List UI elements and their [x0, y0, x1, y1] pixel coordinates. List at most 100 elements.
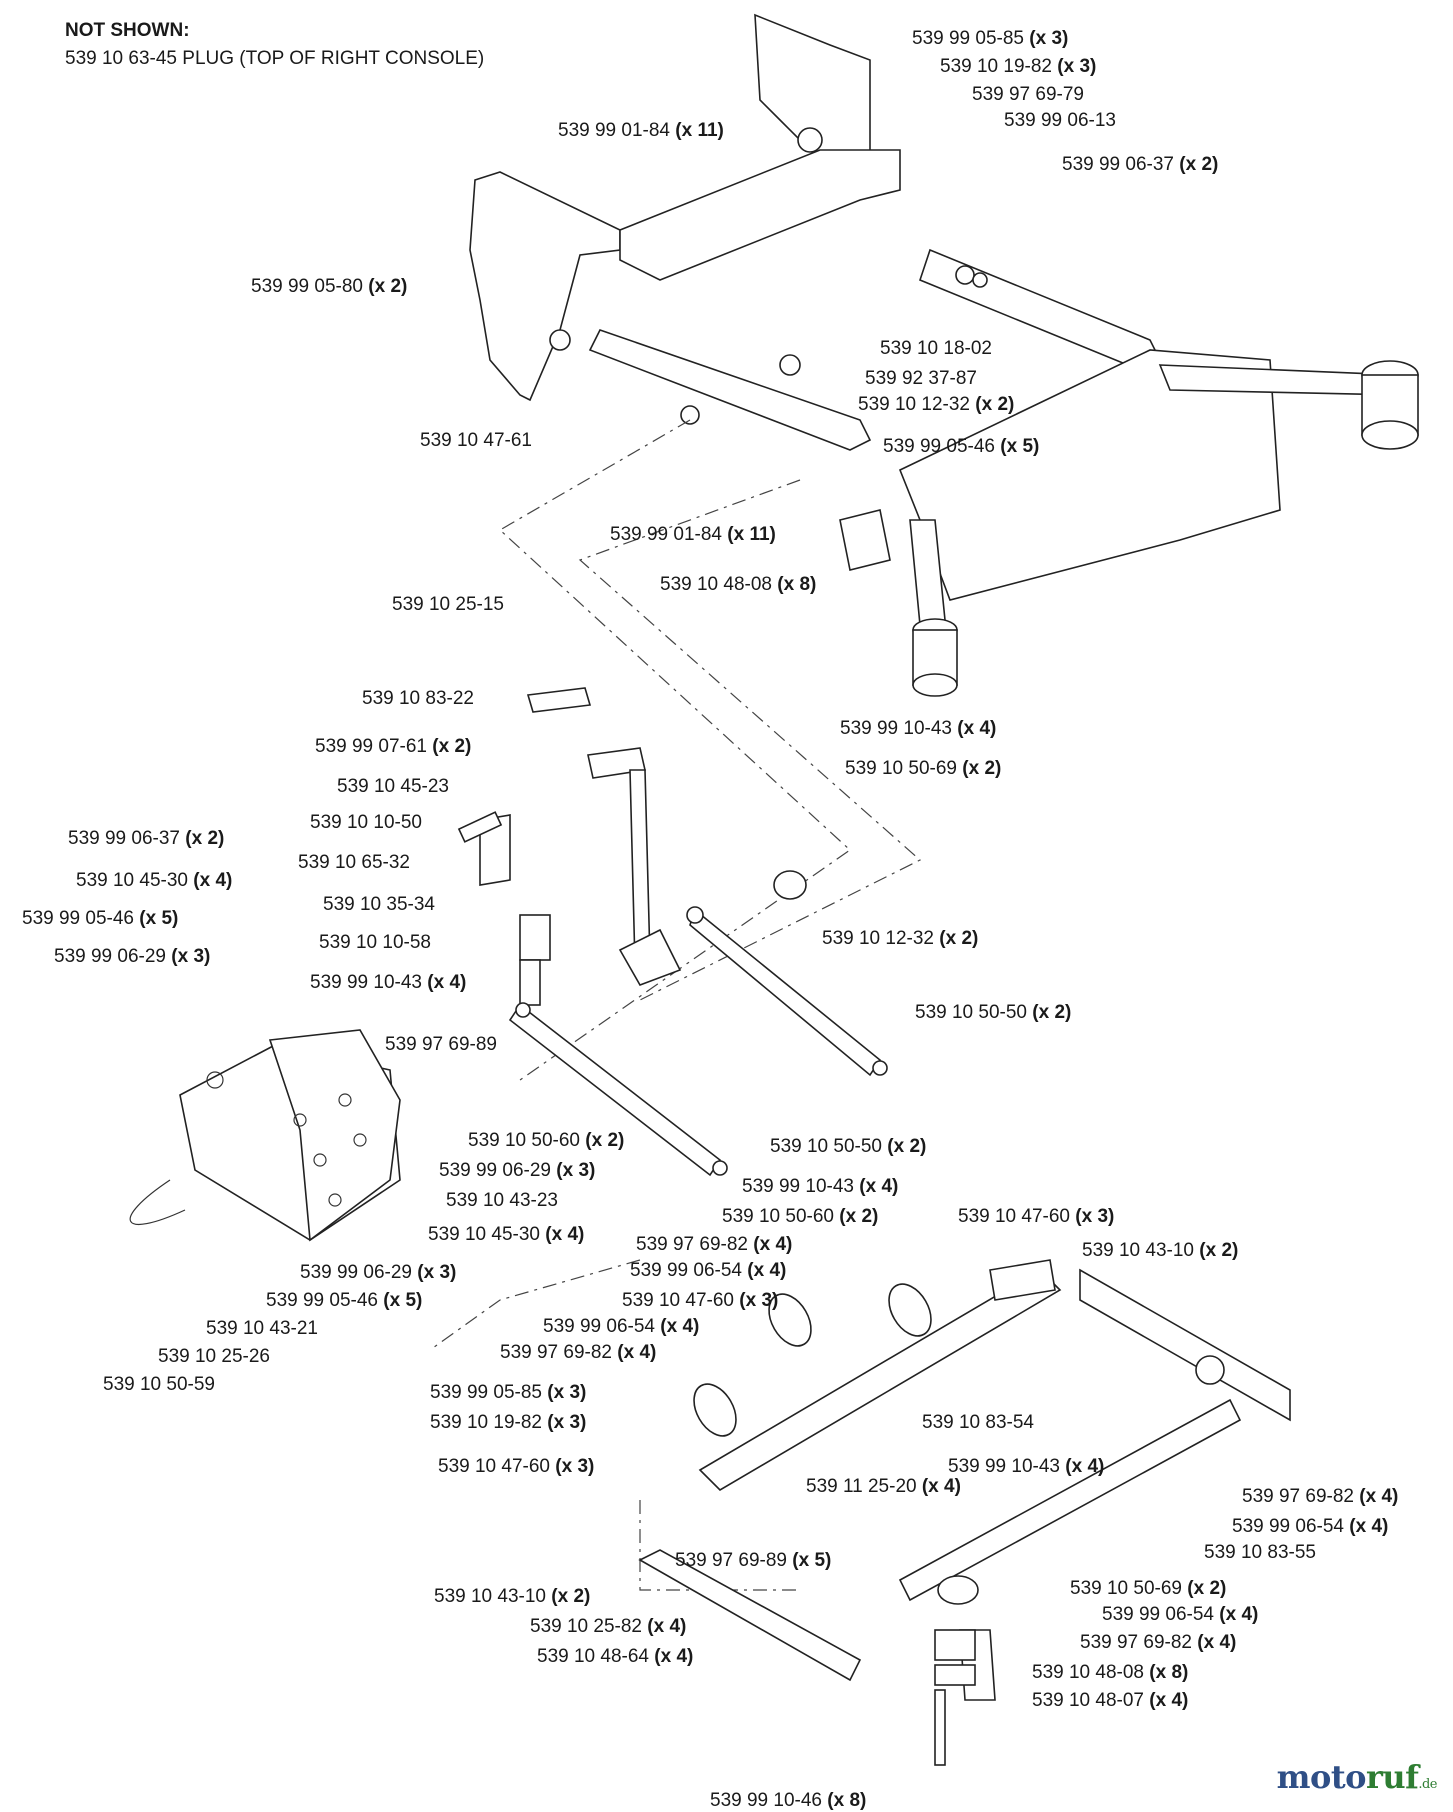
part-number: 539 10 12-32	[822, 928, 934, 949]
part-number: 539 10 12-32	[858, 394, 970, 415]
part-quantity: (x 4)	[747, 1260, 787, 1281]
part-number: 539 97 69-82	[1242, 1486, 1354, 1507]
part-label: 539 99 06-54 (x 4)	[1102, 1604, 1258, 1626]
part-number: 539 10 45-23	[337, 776, 449, 797]
part-label: 539 97 69-82 (x 4)	[636, 1234, 792, 1256]
part-quantity: (x 4)	[660, 1316, 700, 1337]
part-quantity: (x 5)	[1000, 436, 1040, 457]
part-number: 539 10 43-10	[434, 1586, 546, 1607]
part-number: 539 10 48-08	[660, 574, 772, 595]
motoruf-logo: motoruf.de	[1277, 1758, 1438, 1796]
part-label: 539 99 06-54 (x 4)	[1232, 1516, 1388, 1538]
part-quantity: (x 5)	[383, 1290, 423, 1311]
part-label: 539 10 43-10 (x 2)	[434, 1586, 590, 1608]
part-number: 539 10 50-59	[103, 1374, 215, 1395]
pedal-linkage	[457, 687, 888, 1177]
part-quantity: (x 4)	[1149, 1690, 1189, 1711]
part-quantity: (x 3)	[556, 1160, 596, 1181]
part-quantity: (x 2)	[368, 276, 408, 297]
part-label: 539 99 06-29 (x 3)	[54, 946, 210, 968]
part-label: 539 99 01-84 (x 11)	[558, 120, 724, 142]
part-number: 539 10 48-08	[1032, 1662, 1144, 1683]
part-quantity: (x 8)	[827, 1790, 867, 1811]
part-quantity: (x 11)	[727, 524, 776, 545]
part-number: 539 99 01-84	[610, 524, 722, 545]
part-quantity: (x 2)	[975, 394, 1015, 415]
main-frame	[469, 13, 1419, 697]
part-label: 539 10 47-60 (x 3)	[622, 1290, 778, 1312]
part-quantity: (x 5)	[792, 1550, 832, 1571]
part-number: 539 10 83-22	[362, 688, 474, 709]
part-quantity: (x 2)	[939, 928, 979, 949]
part-label: 539 10 25-26	[158, 1346, 270, 1368]
part-label: 539 10 50-60 (x 2)	[468, 1130, 624, 1152]
part-number: 539 10 43-10	[1082, 1240, 1194, 1261]
part-label: 539 10 10-50	[310, 812, 422, 834]
part-quantity: (x 2)	[551, 1586, 591, 1607]
not-shown-text: 539 10 63-45 PLUG (TOP OF RIGHT CONSOLE)	[65, 48, 485, 69]
part-quantity: (x 2)	[962, 758, 1002, 779]
part-label: 539 97 69-89	[385, 1034, 497, 1056]
part-quantity: (x 4)	[1359, 1486, 1399, 1507]
part-label: 539 99 06-54 (x 4)	[630, 1260, 786, 1282]
part-number: 539 97 69-79	[972, 84, 1084, 105]
part-quantity: (x 11)	[675, 120, 724, 141]
part-number: 539 10 48-07	[1032, 1690, 1144, 1711]
part-label: 539 99 10-43 (x 4)	[742, 1176, 898, 1198]
part-label: 539 97 69-89 (x 5)	[675, 1550, 831, 1572]
part-quantity: (x 4)	[1197, 1632, 1237, 1653]
part-label: 539 10 43-21	[206, 1318, 318, 1340]
part-quantity: (x 4)	[753, 1234, 793, 1255]
part-label: 539 11 25-20 (x 4)	[806, 1476, 961, 1498]
part-number: 539 99 06-54	[1232, 1516, 1344, 1537]
part-number: 539 10 83-55	[1204, 1542, 1316, 1563]
part-number: 539 10 50-50	[915, 1002, 1027, 1023]
part-label: 539 10 12-32 (x 2)	[858, 394, 1014, 416]
part-quantity: (x 8)	[777, 574, 817, 595]
part-number: 539 99 05-46	[22, 908, 134, 929]
part-quantity: (x 2)	[839, 1206, 879, 1227]
part-quantity: (x 3)	[555, 1456, 595, 1477]
part-label: 539 99 10-43 (x 4)	[310, 972, 466, 994]
part-number: 539 97 69-82	[636, 1234, 748, 1255]
part-number: 539 10 43-23	[446, 1190, 558, 1211]
part-number: 539 99 06-37	[68, 828, 180, 849]
part-number: 539 99 06-29	[300, 1262, 412, 1283]
part-label: 539 99 10-43 (x 4)	[948, 1456, 1104, 1478]
part-quantity: (x 4)	[1065, 1456, 1105, 1477]
part-label: 539 10 43-23	[446, 1190, 558, 1212]
part-label: 539 97 69-82 (x 4)	[500, 1342, 656, 1364]
part-quantity: (x 2)	[432, 736, 472, 757]
part-quantity: (x 4)	[193, 870, 233, 891]
part-number: 539 99 07-61	[315, 736, 427, 757]
part-label: 539 99 06-29 (x 3)	[300, 1262, 456, 1284]
part-label: 539 10 65-32	[298, 852, 410, 874]
part-label: 539 10 25-82 (x 4)	[530, 1616, 686, 1638]
part-number: 539 10 45-30	[76, 870, 188, 891]
part-quantity: (x 3)	[417, 1262, 457, 1283]
part-number: 539 99 06-54	[543, 1316, 655, 1337]
part-number: 539 97 69-89	[385, 1034, 497, 1055]
part-number: 539 10 10-50	[310, 812, 422, 833]
part-quantity: (x 2)	[1187, 1578, 1227, 1599]
part-quantity: (x 2)	[1199, 1240, 1239, 1261]
part-number: 539 99 10-43	[840, 718, 952, 739]
part-label: 539 99 10-46 (x 8)	[710, 1790, 866, 1812]
part-number: 539 99 06-54	[630, 1260, 742, 1281]
part-label: 539 97 69-82 (x 4)	[1080, 1632, 1236, 1654]
part-label: 539 92 37-87	[865, 368, 977, 390]
part-number: 539 99 10-46	[710, 1790, 822, 1811]
part-number: 539 10 25-26	[158, 1346, 270, 1367]
part-number: 539 97 69-89	[675, 1550, 787, 1571]
part-label: 539 10 47-61	[420, 430, 532, 452]
part-number: 539 10 47-60	[958, 1206, 1070, 1227]
part-number: 539 99 06-54	[1102, 1604, 1214, 1625]
part-number: 539 10 35-34	[323, 894, 435, 915]
side-console-plate	[129, 1029, 401, 1242]
logo-part-b: ruf	[1365, 1758, 1419, 1796]
part-number: 539 99 10-43	[310, 972, 422, 993]
part-quantity: (x 4)	[654, 1646, 694, 1667]
part-label: 539 10 50-69 (x 2)	[1070, 1578, 1226, 1600]
part-label: 539 10 83-54	[922, 1412, 1034, 1434]
